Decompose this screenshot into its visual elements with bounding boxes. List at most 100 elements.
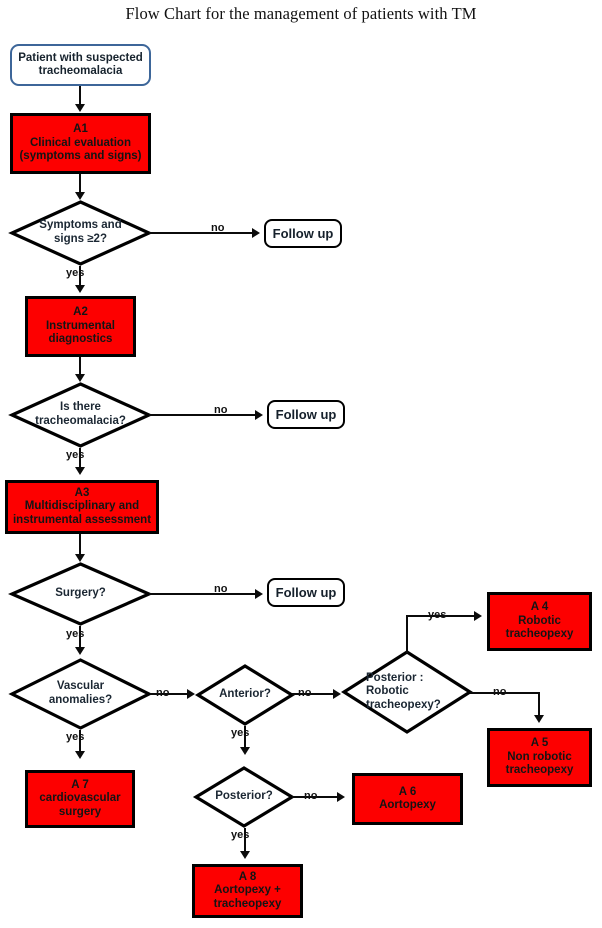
- edge-label-d1-yes: yes: [66, 267, 85, 279]
- node-decision-posterior-robotic: Posterior : Robotic tracheopexy?: [341, 650, 473, 734]
- diamond-shape: [8, 382, 153, 448]
- edge-label-d5-yes: yes: [231, 727, 250, 739]
- node-a4-code: A 4: [530, 601, 549, 614]
- node-a5: A 5 Non robotic tracheopexy: [487, 728, 592, 787]
- node-decision-tracheomalacia-label: Is there tracheomalacia?: [10, 382, 151, 448]
- arrowhead-d5-yes: [240, 747, 250, 755]
- connector-d3-no: [149, 593, 257, 595]
- connector-a3-to-d3: [79, 534, 81, 556]
- node-a6-line1: Aortopexy: [379, 799, 436, 811]
- edge-label-d1-no: no: [211, 222, 225, 234]
- node-a1-code: A1: [73, 123, 88, 136]
- node-d6-line3: tracheopexy?: [366, 698, 441, 711]
- node-a8: A 8 Aortopexy + tracheopexy: [192, 864, 303, 918]
- node-d5-line1: Anterior?: [219, 688, 271, 701]
- edge-label-d2-yes: yes: [66, 449, 85, 461]
- arrowhead-d3-no: [255, 589, 263, 599]
- node-decision-symptoms: Symptoms and signs ≥2?: [8, 200, 153, 266]
- edge-label-d7-no: no: [304, 790, 318, 802]
- node-decision-symptoms-label: Symptoms and signs ≥2?: [10, 200, 151, 266]
- node-a7-text: A 7 cardiovascular surgery: [28, 779, 132, 819]
- node-decision-vascular-anomalies-label: Vascular anomalies?: [10, 658, 151, 730]
- node-a4-line2: tracheopexy: [505, 628, 574, 641]
- arrowhead-d7-no: [337, 792, 345, 802]
- node-decision-posterior: Posterior?: [192, 766, 296, 828]
- arrowhead-d4-no: [187, 689, 195, 699]
- connector-d2-no: [149, 414, 257, 416]
- connector-start-to-a1: [79, 86, 81, 106]
- node-a2-text: A2 Instrumental diagnostics: [28, 306, 133, 346]
- node-followup-3: Follow up: [267, 578, 345, 607]
- arrowhead-d1-no: [252, 228, 260, 238]
- connector-d4-no: [150, 693, 190, 695]
- node-a8-line1: Aortopexy +: [214, 884, 281, 897]
- node-decision-vascular-anomalies: Vascular anomalies?: [8, 658, 153, 730]
- arrowhead-d1-yes: [75, 285, 85, 293]
- edge-label-d3-no: no: [214, 583, 228, 595]
- node-followup-1-label: Follow up: [272, 225, 334, 241]
- node-a5-code: A 5: [530, 737, 549, 750]
- node-a6-text: A 6 Aortopexy: [355, 786, 460, 813]
- node-d4-line2: anomalies?: [48, 694, 113, 706]
- connector-d7-yes: [244, 828, 246, 853]
- arrowhead-a2-to-d2: [75, 374, 85, 382]
- connector-d6-yes-horizontal: [406, 615, 476, 617]
- node-d2-line1: Is there: [60, 401, 101, 414]
- node-a1: A1 Clinical evaluation (symptoms and sig…: [10, 113, 151, 174]
- node-a2-line2: diagnostics: [48, 333, 113, 346]
- arrowhead-d6-yes: [474, 611, 482, 621]
- node-followup-2-label: Follow up: [275, 406, 337, 422]
- connector-d5-yes: [244, 726, 246, 749]
- connector-d3-yes: [79, 626, 81, 650]
- node-decision-tracheomalacia: Is there tracheomalacia?: [8, 382, 153, 448]
- node-a5-text: A 5 Non robotic tracheopexy: [490, 737, 589, 777]
- edge-label-d4-yes: yes: [66, 731, 85, 743]
- diamond-shape: [8, 562, 153, 626]
- connector-a2-to-d2: [79, 357, 81, 376]
- arrowhead-d7-yes: [240, 851, 250, 859]
- connector-d6-yes-vertical: [406, 615, 408, 653]
- node-decision-posterior-robotic-label: Posterior : Robotic tracheopexy?: [342, 650, 472, 734]
- node-a8-code: A 8: [238, 870, 257, 883]
- edge-label-d2-no: no: [214, 404, 228, 416]
- page-title: Flow Chart for the management of patient…: [125, 4, 477, 23]
- arrowhead-a1-to-d1: [75, 192, 85, 200]
- node-d6-line1: Posterior :: [366, 671, 424, 684]
- node-a3-line2: instrumental assessment: [12, 513, 152, 526]
- node-a3-line1: Multidisciplinary and: [24, 500, 140, 513]
- node-a3: A3 Multidisciplinary and instrumental as…: [5, 480, 159, 534]
- node-a1-line2: (symptoms and signs): [19, 150, 142, 163]
- node-decision-anterior-label: Anterior?: [196, 664, 294, 726]
- connector-d6-no-vertical: [538, 692, 540, 717]
- arrowhead-d4-yes: [75, 751, 85, 759]
- node-d4-line1: Vascular: [56, 680, 105, 693]
- node-d7-line1: Posterior?: [215, 790, 273, 803]
- node-a5-line2: tracheopexy: [505, 764, 574, 777]
- node-d6-line2: Robotic: [366, 685, 409, 698]
- connector-d5-no: [292, 693, 336, 695]
- node-a7-line2: surgery: [58, 805, 102, 818]
- node-start: Patient with suspected tracheomalacia: [10, 44, 151, 86]
- node-followup-2: Follow up: [267, 400, 345, 429]
- node-a1-line1: Clinical evaluation: [30, 136, 131, 149]
- connector-d6-no-horizontal: [470, 692, 540, 694]
- node-a5-line1: Non robotic: [507, 750, 572, 763]
- node-a8-text: A 8 Aortopexy + tracheopexy: [195, 871, 300, 911]
- node-a3-text: A3 Multidisciplinary and instrumental as…: [8, 487, 156, 527]
- edge-label-d7-yes: yes: [231, 829, 250, 841]
- node-a1-text: A1 Clinical evaluation (symptoms and sig…: [13, 123, 148, 163]
- arrowhead-d5-no: [333, 689, 341, 699]
- node-a4: A 4 Robotic tracheopexy: [487, 592, 592, 651]
- node-start-line2: tracheomalacia: [38, 65, 123, 77]
- node-decision-surgery: Surgery?: [8, 562, 153, 626]
- node-decision-anterior: Anterior?: [194, 664, 296, 726]
- edge-label-d6-yes: yes: [428, 609, 447, 621]
- node-followup-3-label: Follow up: [275, 584, 337, 600]
- node-d1-line2: signs ≥2?: [54, 233, 107, 245]
- node-d1-line1: Symptoms and: [39, 219, 122, 232]
- node-decision-posterior-label: Posterior?: [194, 766, 294, 828]
- edge-label-d6-no: no: [493, 686, 507, 698]
- node-a4-line1: Robotic: [518, 614, 561, 627]
- connector-d7-no: [292, 796, 340, 798]
